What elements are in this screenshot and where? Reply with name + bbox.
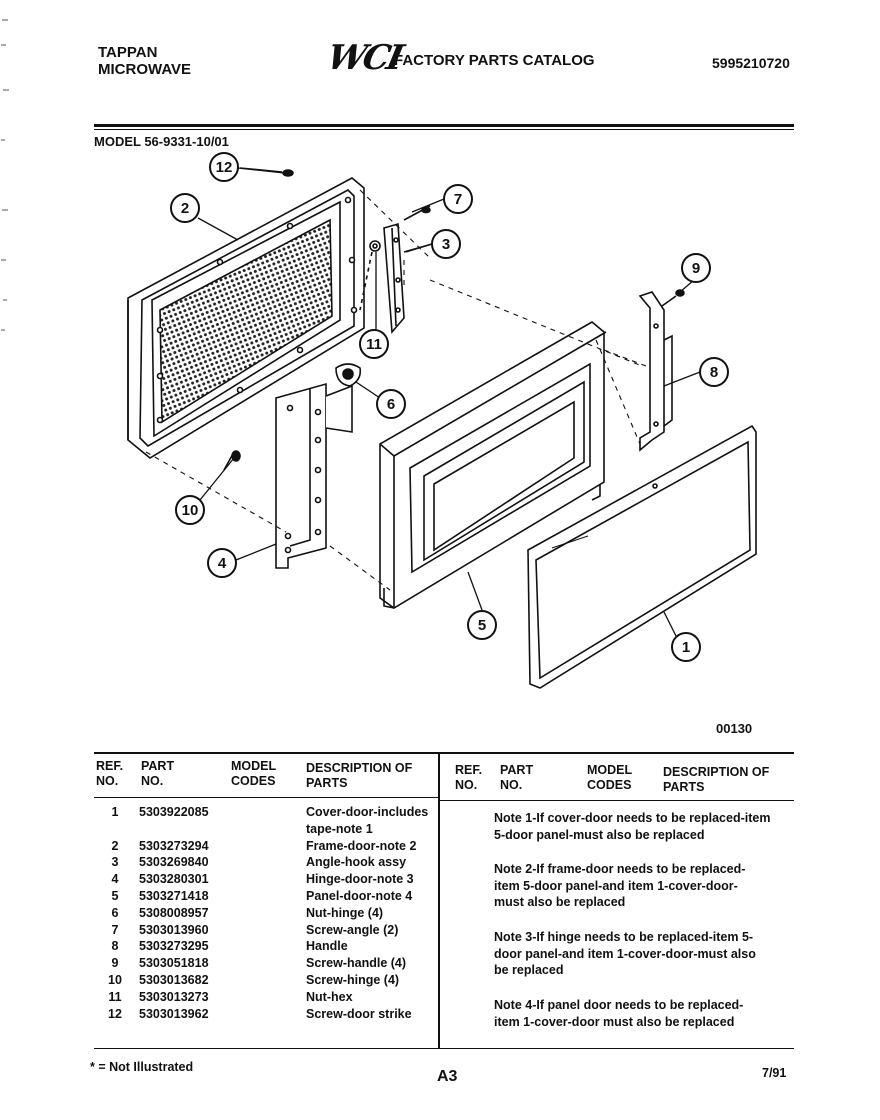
note-3: Note 3-If hinge needs to be replaced-ite… [494,930,756,977]
brand-line-2: MICROWAVE [98,61,192,78]
revision-date: 7/91 [762,1066,787,1080]
callout-2: 2 [181,200,189,217]
page-number: A3 [437,1068,458,1085]
header-rule [94,124,794,127]
header-model-codes: MODEL CODES [231,759,276,788]
table-header-rule-left [94,797,438,798]
header-rule-thin [94,129,794,130]
note-4: Note 4-If panel door needs to be replace… [494,998,744,1029]
header-model-codes-right: MODEL CODES [587,763,632,792]
nut-hex-part [359,240,381,311]
table-row: tape-note 1 [306,821,373,836]
header-ref-no-right: REF. NO. [455,763,483,792]
nut-hinge-part [335,363,362,387]
model-number: MODEL 56-9331-10/01 [94,134,229,149]
note-2: Note 2-If frame-door needs to be replace… [494,862,746,909]
scan-edge-marks [1,19,9,331]
header-description-right: DESCRIPTION OF PARTS [663,765,770,794]
wci-logo: WCI [323,38,405,78]
hinge-door-part [275,382,353,569]
callout-9: 9 [692,260,700,277]
header-part-no: PART NO. [141,759,175,788]
exploded-parts-diagram: 12 2 7 3 9 11 6 8 10 4 5 1 00130 [127,152,757,736]
callout-12: 12 [216,159,233,176]
callout-11: 11 [366,336,382,353]
callout-1: 1 [682,639,690,656]
not-illustrated-legend: * = Not Illustrated [90,1060,194,1074]
door-panel-part [379,321,607,609]
door-frame-part [127,177,365,459]
angle-hook-part [383,205,433,334]
note-1: Note 1-If cover-door needs to be replace… [494,811,771,842]
callout-6: 6 [387,396,395,413]
catalog-title: FACTORY PARTS CATALOG [394,52,595,69]
header-description: DESCRIPTION OF PARTS [306,761,413,790]
header-part-no-right: PART NO. [500,763,534,792]
brand-line-1: TAPPAN [98,44,158,61]
callout-4: 4 [218,555,227,572]
document-number: 5995210720 [712,55,790,71]
table-bottom-rule [94,1048,794,1049]
callout-7: 7 [454,191,462,208]
drawing-code: 00130 [716,721,752,736]
table-divider [438,752,440,1048]
callout-5: 5 [478,617,486,634]
header-ref-no: REF. NO. [96,759,124,788]
table-top-rule [94,752,794,754]
cover-door-part [527,424,757,689]
callout-10: 10 [182,502,199,519]
brand-block: TAPPAN MICROWAVE [98,44,191,78]
callout-8: 8 [710,364,718,381]
callout-3: 3 [442,236,450,253]
table-header-rule-right [440,800,794,801]
handle-part [638,289,685,452]
